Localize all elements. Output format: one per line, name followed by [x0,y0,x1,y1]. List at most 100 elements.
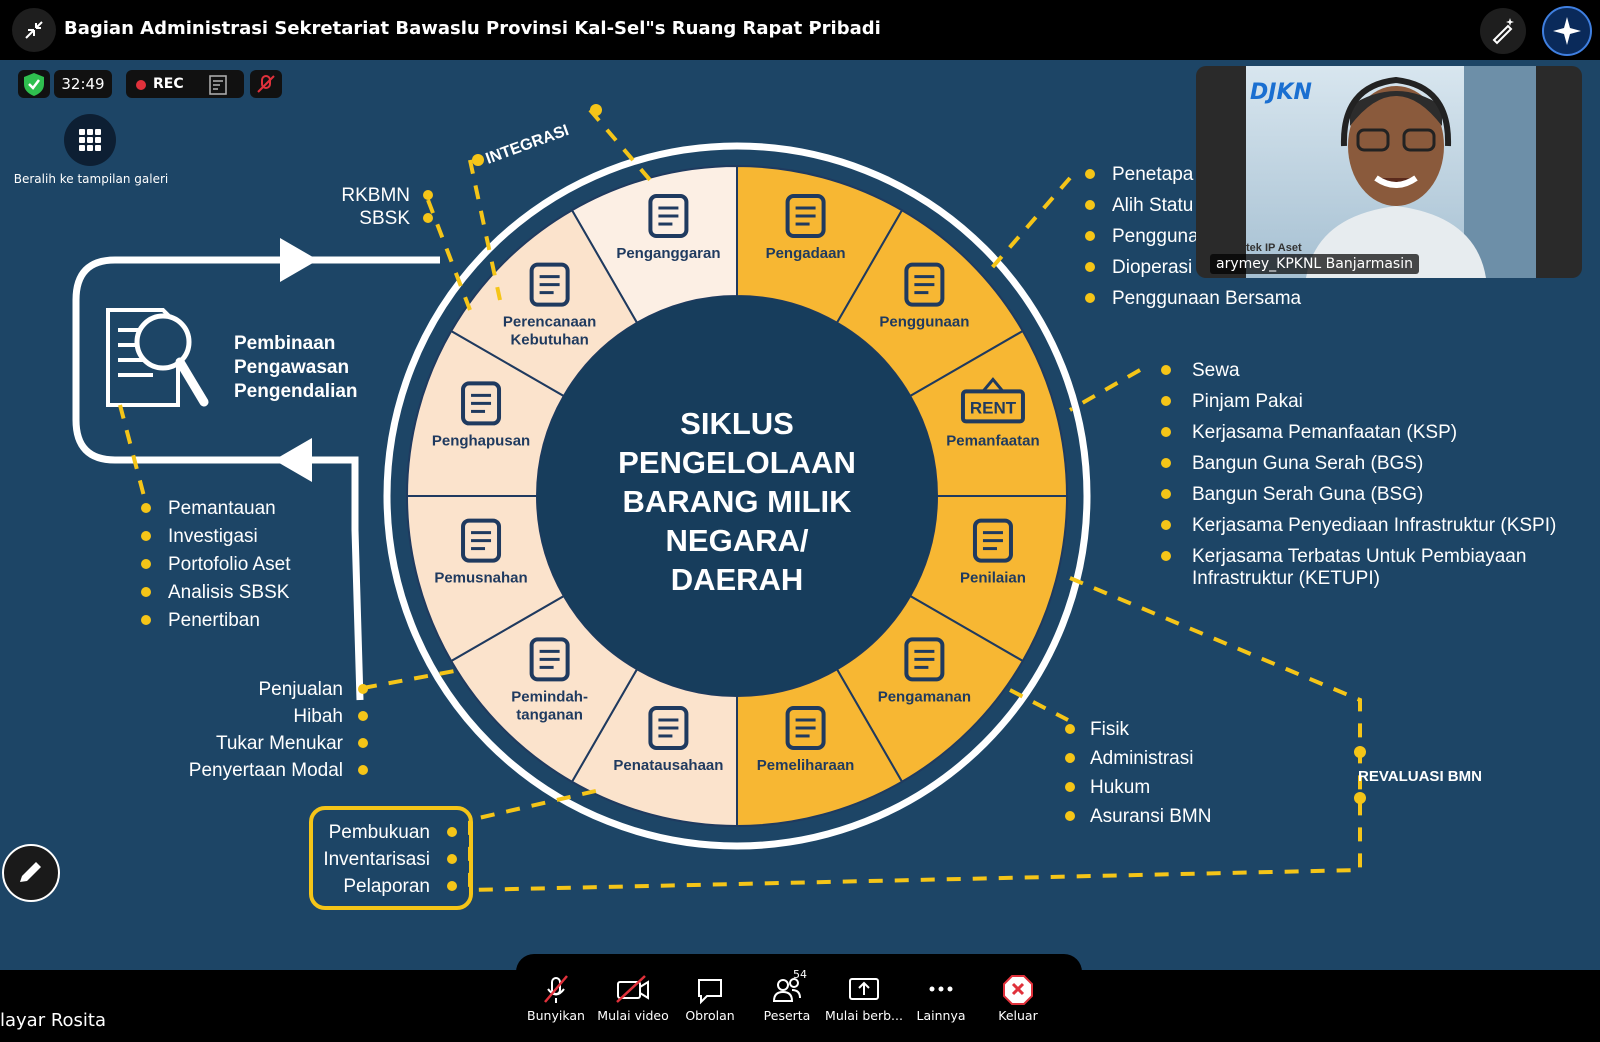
video-off-icon [616,975,649,1003]
center-title-line: PENGELOLAAN [618,445,856,480]
pemanfaatan-item: Kerjasama Terbatas Untuk Pembiayaan [1192,546,1526,567]
outer-ring [383,142,1091,850]
pemanfaatan-item: Kerjasama Pemanfaatan (KSP) [1192,422,1457,443]
bullet-dot [1161,551,1171,561]
loop-arrow-right [280,238,318,282]
center-title-line: SIKLUS [680,406,794,441]
bullet-dot [423,190,433,200]
shopping-bag-icon [785,194,826,239]
pemantauan-item: Pemantauan [168,498,276,519]
segment-label: Pengadaan [766,245,846,262]
minimize-button[interactable] [12,8,56,52]
annotate-button[interactable] [2,844,60,902]
leave-button[interactable]: Keluar [978,972,1058,1023]
more-icon [929,986,953,992]
grid-icon [79,129,101,151]
bullet-dot [141,587,151,597]
shield-check-icon [24,73,44,96]
pemindahtanganan-item: Hibah [293,706,343,727]
meeting-bottom-bar: Bunyikan Mulai video Obrolan 54 [0,954,1600,1042]
participant-video-tile[interactable]: DJKN tek IP Aset arymey_KPKNL Banjarmasi… [1196,66,1582,278]
loop-arrow-left [274,438,312,482]
pembinaan-line: Pengawasan [234,357,349,378]
more-button[interactable]: Lainnya [901,972,981,1023]
gallery-view-button[interactable] [64,114,116,166]
leave-icon [1003,975,1033,1005]
participant-count-badge: 54 [793,968,807,981]
pemindahtanganan-item: Penjualan [258,679,343,700]
pemantauan-item: Portofolio Aset [168,554,291,575]
record-dot-icon [136,80,146,90]
revaluasi-label: REVALUASI BMN [1358,768,1482,785]
bmn-cycle-diagram: Penganggaran Pengadaan Penggunaan RENTPe… [72,104,1556,910]
chat-label: Obrolan [685,1008,735,1023]
bullet-dot [141,531,151,541]
start-video-button[interactable]: Mulai video [593,972,673,1023]
meeting-timer: 32:49 [54,70,112,98]
penatausahaan-item: Pembukuan [329,822,430,843]
integrasi-dot [590,104,602,116]
bullet-dot [447,854,457,864]
center-title-line: BARANG MILIK [622,484,852,519]
rkbmn-item: RKBMN [341,185,410,206]
bullet-dot [358,765,368,775]
pemanfaatan-item: Pinjam Pakai [1192,391,1303,412]
bullet-dot [1161,396,1171,406]
building-icon [904,262,945,307]
participants-icon [772,978,801,1002]
center-title-line: NEGARA/ [666,523,809,558]
segment-label: Perencanaan [503,314,596,331]
penggunaan-item: Penetapa [1112,164,1194,185]
chat-icon [698,979,722,1005]
segment-label: tanganan [516,706,583,723]
bullet-dot [1085,262,1095,272]
checklist-icon [648,194,689,239]
share-screen-button[interactable]: Mulai berb... [824,972,904,1023]
segment-label: Penganggaran [616,245,720,262]
minimize-icon [25,21,43,39]
unmute-button[interactable]: Bunyikan [516,972,596,1023]
mic-muted-icon [544,975,568,1003]
screen-share-owner: layar Rosita [0,1010,107,1031]
pemantauan-item: Penertiban [168,610,260,631]
pembinaan-line: Pembinaan [234,333,335,354]
participant-video: DJKN tek IP Aset [1246,66,1536,278]
money-icon [529,262,570,307]
pembinaan-line: Pengendalian [234,381,358,402]
tools-icon [785,705,826,750]
bullet-dot [1161,458,1171,468]
bullet-dot [1085,169,1095,179]
pemanfaatan-item: Sewa [1192,360,1240,381]
pemanfaatan-item: Bangun Serah Guna (BSG) [1192,484,1423,505]
participant-name: arymey_KPKNL Banjarmasin [1210,254,1419,274]
ai-edit-button[interactable] [1480,8,1526,54]
center-title-line: DAERAH [671,562,804,597]
bullet-dot [1161,489,1171,499]
recording-indicator[interactable]: REC [126,70,244,98]
bullet-dot [1065,782,1075,792]
penatausahaan-item: Pelaporan [343,876,430,897]
bullet-dot [1065,753,1075,763]
pencil-icon [20,862,41,882]
bullet-dot [1085,293,1095,303]
integrasi-dot [472,154,484,166]
bullet-dot [447,881,457,891]
segment-label: Pemeliharaan [757,757,855,774]
security-indicator[interactable] [18,70,50,98]
meeting-title[interactable]: Bagian Administrasi Sekretariat Bawaslu … [64,18,881,39]
leave-label: Keluar [998,1008,1038,1023]
audio-status[interactable] [250,70,282,98]
ai-assistant-button[interactable] [1542,6,1592,56]
revaluasi-dot [1354,746,1366,758]
bullet-dot [1065,724,1075,734]
transcript-icon[interactable] [208,74,232,96]
penatausahaan-box [309,806,473,910]
chat-button[interactable]: Obrolan [670,972,750,1023]
bullet-dot [141,559,151,569]
bullet-dot [358,684,368,694]
participants-button[interactable]: 54 Peserta [747,968,827,1023]
chevron-down-icon[interactable] [808,20,822,34]
meeting-top-bar: Bagian Administrasi Sekretariat Bawaslu … [0,0,1600,60]
mic-muted-icon [257,75,275,93]
